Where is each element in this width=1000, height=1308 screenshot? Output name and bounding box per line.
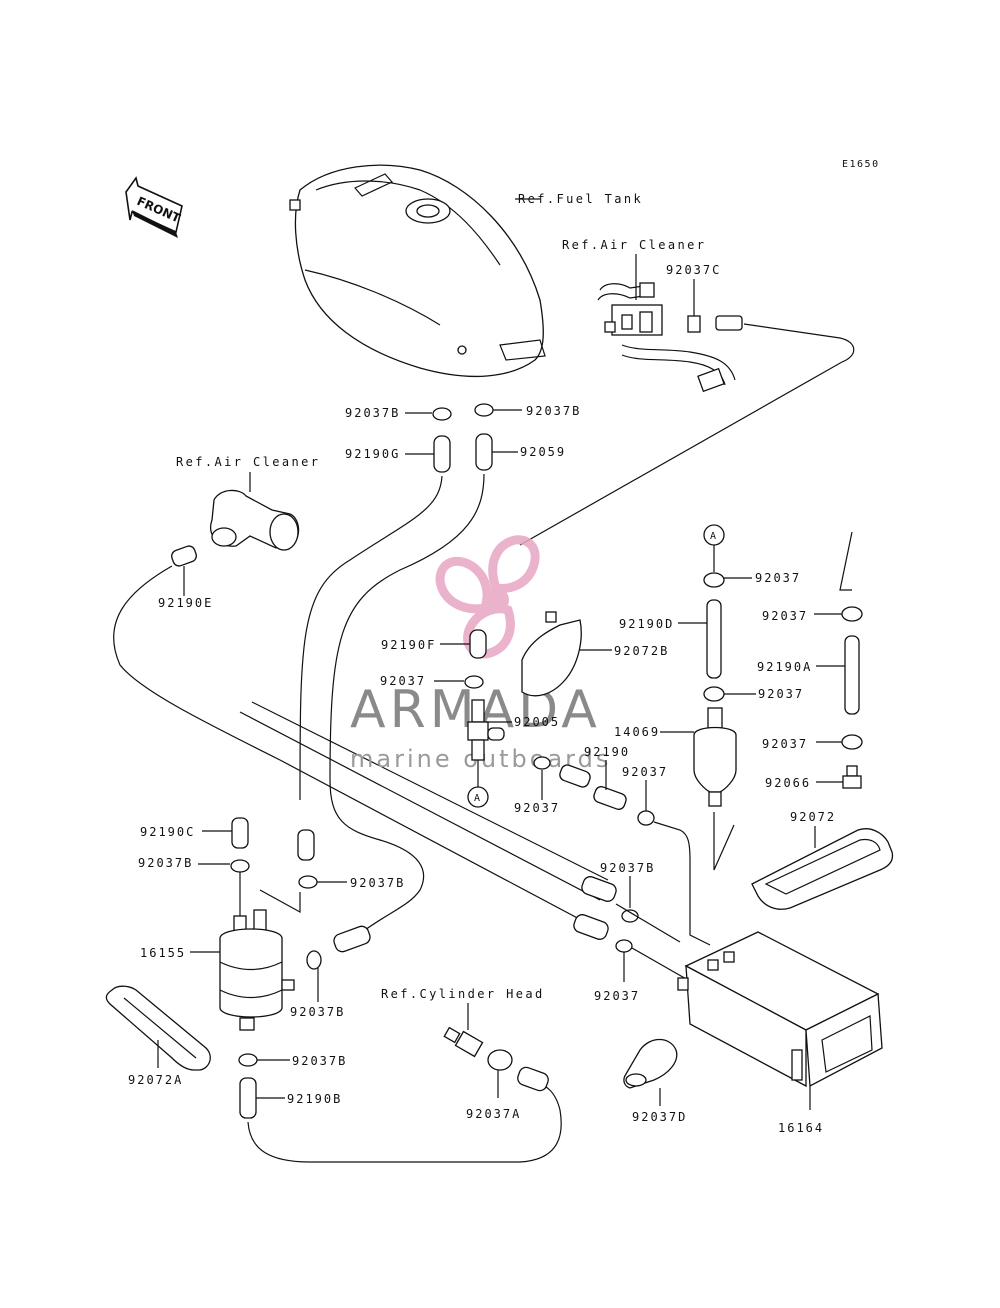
hose-pump-out	[333, 925, 371, 953]
label-92190A: 92190A	[757, 660, 812, 674]
label-92037B-top-right: 92037B	[526, 404, 581, 418]
label-92037B-pump-right: 92037B	[350, 876, 405, 890]
tee-joint-92005	[467, 699, 505, 761]
hose-canister-b	[573, 914, 609, 940]
band-92072	[751, 828, 894, 910]
label-92037B-top-left: 92037B	[345, 406, 400, 420]
label-92190: 92190	[584, 745, 630, 759]
clip-92037B-pump-right	[298, 875, 318, 889]
label-92037A: 92037A	[466, 1107, 521, 1121]
label-92190B: 92190B	[287, 1092, 342, 1106]
vacuum-fitting	[443, 1026, 549, 1092]
clip-92037B-canister	[621, 909, 639, 923]
canister-16164	[677, 931, 883, 1088]
label-92037B-pump-bottom: 92037B	[292, 1054, 347, 1068]
label-92072B: 92072B	[614, 644, 669, 658]
label-92037-mid: 92037	[514, 801, 560, 815]
fuel-tank	[289, 164, 546, 378]
label-92037D: 92037D	[632, 1110, 687, 1124]
label-92072A: 92072A	[128, 1073, 183, 1087]
label-14069: 14069	[614, 725, 660, 739]
hose-92190A	[844, 635, 860, 715]
air-cleaner-tee	[210, 489, 300, 551]
band-92072B	[521, 619, 582, 697]
label-92037-filter-top: 92037	[755, 571, 801, 585]
label-92066: 92066	[765, 776, 811, 790]
label-92037B-canister: 92037B	[600, 861, 655, 875]
hose-92190-b	[593, 786, 627, 810]
label-92037-filter-mid: 92037	[758, 687, 804, 701]
hose-92190F	[469, 629, 487, 659]
ref-air-cleaner-left: Ref.Air Cleaner	[176, 455, 320, 469]
hose-92190C-b	[297, 829, 315, 861]
label-92059: 92059	[520, 445, 566, 459]
label-92037-right-low: 92037	[762, 737, 808, 751]
front-arrow-icon: FRONT	[125, 176, 183, 238]
clip-92037-right-top	[841, 606, 863, 622]
hose-canister-a	[581, 876, 617, 902]
air-cleaner-valve-assembly	[597, 282, 743, 393]
label-92005: 92005	[514, 715, 560, 729]
band-92072A	[105, 985, 211, 1071]
label-92037-canister: 92037	[594, 989, 640, 1003]
label-92037-right-mid: 92037	[622, 765, 668, 779]
clip-92037B-pump-top	[230, 859, 250, 873]
ref-fuel-tank: Ref.Fuel Tank	[518, 192, 643, 206]
hose-92190E	[171, 545, 197, 567]
label-92037C: 92037C	[666, 263, 721, 277]
fitting-92066	[842, 765, 862, 789]
label-92037-right-top: 92037	[762, 609, 808, 623]
hose-92190C	[231, 817, 249, 849]
label-92037B-pump-side: 92037B	[290, 1005, 345, 1019]
diagram-code: E1650	[842, 159, 880, 170]
clip-92037-filter-mid	[703, 686, 725, 702]
hose-92059	[475, 433, 493, 471]
hose-92190-a	[559, 764, 591, 788]
label-92072: 92072	[790, 810, 836, 824]
armada-logo	[435, 535, 540, 659]
clip-92037B-pump-side	[306, 950, 322, 970]
label-16164: 16164	[778, 1121, 824, 1135]
label-92037B-pump-top: 92037B	[138, 856, 193, 870]
label-92037-center: 92037	[380, 674, 426, 688]
clip-92037-right-low	[841, 734, 863, 750]
fuel-pump-16155	[219, 909, 295, 1031]
clip-92037-mid	[533, 756, 551, 770]
label-16155: 16155	[140, 946, 186, 960]
clamp-92037D	[623, 1038, 678, 1089]
connector-a-lower	[467, 786, 489, 808]
clip-92037B-top-left	[432, 407, 452, 421]
label-92190G: 92190G	[345, 447, 400, 461]
fuel-filter-14069	[693, 707, 737, 807]
connector-a-lower-label: A	[474, 793, 482, 804]
clip-92037B-pump-bottom	[238, 1053, 258, 1067]
ref-air-cleaner-upper: Ref.Air Cleaner	[562, 238, 706, 252]
hose-92190B	[239, 1077, 257, 1119]
label-92190E: 92190E	[158, 596, 213, 610]
clip-92037-filter-top	[703, 572, 725, 588]
clip-92037-right-mid	[637, 810, 655, 826]
ref-cylinder-head: Ref.Cylinder Head	[381, 987, 545, 1001]
hose-92190G	[433, 435, 451, 473]
label-92190D: 92190D	[619, 617, 674, 631]
hose-92190D	[706, 599, 722, 679]
connector-a-upper-label: A	[710, 531, 718, 542]
label-92190F: 92190F	[381, 638, 436, 652]
clip-92037-center	[464, 675, 484, 689]
clip-92037B-top-right	[474, 403, 494, 417]
label-92190C: 92190C	[140, 825, 195, 839]
clip-92037-canister	[615, 939, 633, 953]
